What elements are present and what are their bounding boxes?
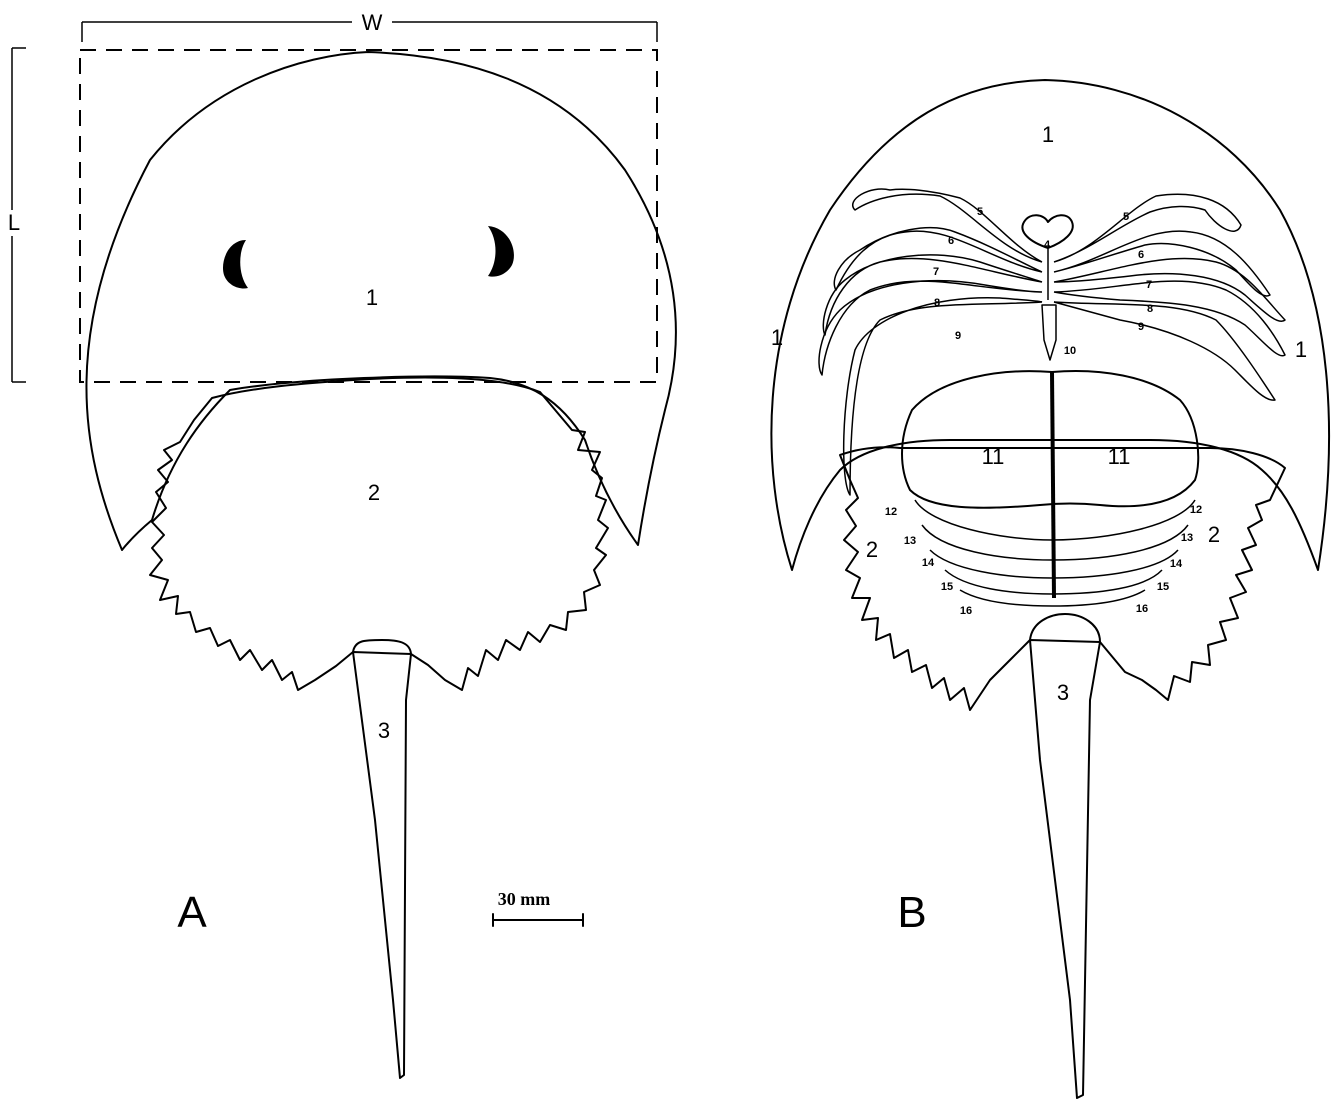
panel-b: 1 1 1 2 2 3 4 5 5 6 6 7 7 8 8 9 9 10 11 …: [771, 80, 1329, 1098]
label-gill15-left: 15: [941, 581, 953, 593]
panel-b-letter: B: [897, 888, 926, 937]
scale-bar-label: 30 mm: [498, 889, 551, 909]
label-gill12-left: 12: [885, 506, 897, 518]
length-label: L: [8, 210, 20, 235]
label-leg5-right: 9: [1138, 321, 1144, 333]
label-leg3-right: 7: [1146, 279, 1152, 291]
label-a-opisthosoma: 2: [368, 480, 380, 505]
width-label: W: [362, 10, 383, 35]
label-b-prosoma: 1: [1042, 122, 1054, 147]
label-leg2-left: 6: [948, 235, 954, 247]
label-gill14-left: 14: [922, 557, 935, 569]
operculum-midline: [1052, 372, 1054, 598]
width-measure-bracket: W: [82, 10, 657, 42]
length-measure-bracket: L: [8, 48, 26, 382]
label-b-prosoma-left: 1: [771, 325, 783, 350]
label-b-prosoma-right: 1: [1295, 337, 1307, 362]
label-gill14-right: 14: [1170, 558, 1183, 570]
label-a-prosoma: 1: [366, 285, 378, 310]
label-leg1-right: 5: [1123, 211, 1129, 223]
compound-eye-left: [223, 240, 248, 288]
label-leg4-left: 8: [934, 297, 940, 309]
label-gill13-right: 13: [1181, 532, 1193, 544]
panel-a-letter: A: [177, 888, 207, 937]
panel-a: W L 1 2 3 A: [8, 10, 676, 1078]
measurement-box: [80, 50, 657, 382]
label-chelicera: 4: [1044, 239, 1051, 251]
label-leg2-right: 6: [1138, 249, 1144, 261]
label-gill16-right: 16: [1136, 603, 1148, 615]
label-b-opisthosoma-left: 2: [866, 537, 878, 562]
label-a-telson: 3: [378, 718, 390, 743]
prosoma-a: [86, 52, 675, 550]
label-gill15-right: 15: [1157, 581, 1169, 593]
chilaria: [1042, 305, 1056, 360]
label-leg4-right: 8: [1147, 303, 1153, 315]
compound-eye-right: [488, 226, 514, 277]
label-gill13-left: 13: [904, 535, 916, 547]
scale-bar: 30 mm: [493, 889, 583, 926]
label-chilaria: 10: [1064, 345, 1076, 357]
label-b-opisthosoma-right: 2: [1208, 522, 1220, 547]
label-gill12-right: 12: [1190, 504, 1202, 516]
walking-legs-right: [1054, 194, 1285, 400]
walking-legs-left: [819, 189, 1042, 495]
opisthosoma-a: [150, 377, 608, 690]
label-b-telson: 3: [1057, 680, 1069, 705]
label-operculum-left: 11: [982, 444, 1005, 469]
telson-a: [353, 640, 411, 1078]
label-gill16-left: 16: [960, 605, 972, 617]
label-leg3-left: 7: [933, 266, 939, 278]
label-leg5-left: 9: [955, 330, 961, 342]
label-leg1-left: 5: [977, 206, 983, 218]
label-operculum-right: 11: [1108, 444, 1131, 469]
